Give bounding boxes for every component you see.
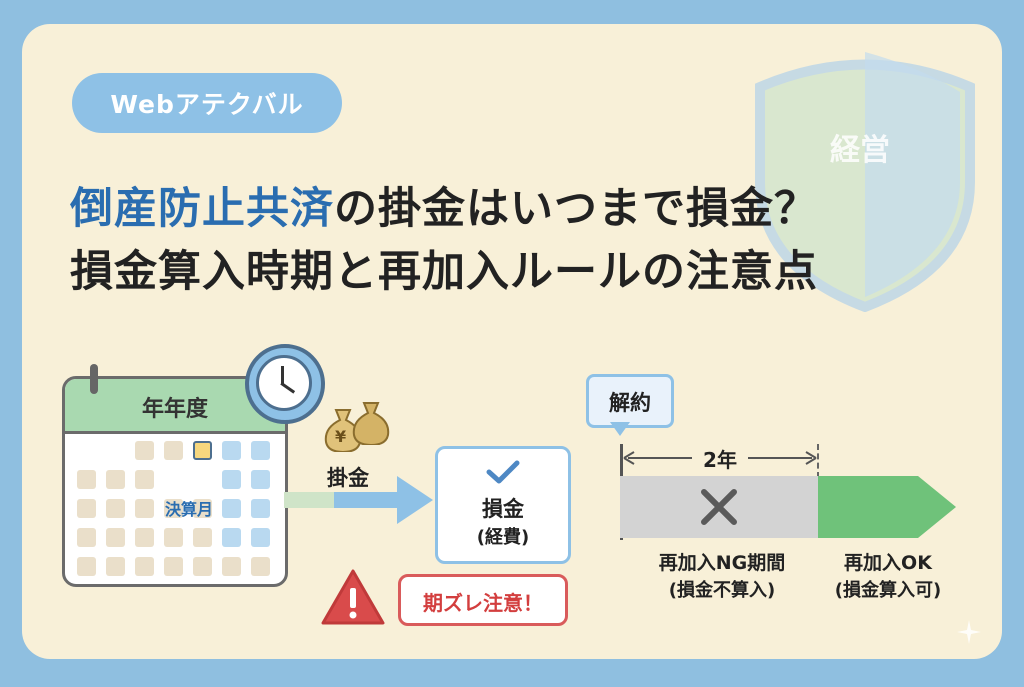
warning-badge: 期ズレ注意！ — [398, 574, 568, 626]
calendar-cell — [222, 470, 241, 489]
tag-badge: Webアテクバル — [72, 73, 342, 133]
calendar-cell — [77, 528, 96, 547]
calendar-cell — [77, 470, 96, 489]
calendar-cell — [135, 557, 154, 576]
closing-month-label: 決算月 — [165, 500, 214, 519]
warning-text: 期ズレ注意！ — [423, 591, 543, 615]
cancel-bubble-tail — [610, 422, 630, 436]
calendar-cell — [222, 499, 241, 518]
ok-period-bar — [818, 476, 918, 538]
calendar-cell — [193, 528, 212, 547]
ok-period-sublabel: (損金算入可) — [834, 580, 942, 601]
calendar-cell — [251, 441, 270, 460]
clock-icon — [245, 344, 325, 424]
ok-period-arrow — [918, 476, 956, 538]
moneybag-icon — [352, 402, 390, 445]
span-arrow — [623, 451, 817, 465]
calendar-cell — [164, 557, 183, 576]
calendar-cell — [251, 557, 270, 576]
calendar-cell — [135, 470, 154, 489]
shield-icon: 経営 — [755, 52, 975, 312]
check-icon — [486, 460, 520, 484]
calendar-cell — [77, 499, 96, 518]
cross-icon — [701, 489, 737, 525]
calendar-cell — [106, 499, 125, 518]
title-rest: の掛金はいつまで損金？ — [334, 184, 818, 234]
calendar-cell — [251, 499, 270, 518]
span-label: 2年 — [703, 448, 737, 472]
warning-icon — [321, 569, 385, 625]
calendar-cell — [106, 557, 125, 576]
calendar-cell — [222, 528, 241, 547]
calendar-cell — [106, 470, 125, 489]
sparkle-icon — [957, 620, 981, 644]
page-title-line1: 倒産防止共済の掛金はいつまで損金？ — [70, 174, 970, 236]
infographic-card: 経営 Webアテクバル 倒産防止共済の掛金はいつまで損金？ 損金算入時期と再加入… — [22, 24, 1002, 659]
calendar-cell — [222, 441, 241, 460]
expense-box: 損金 (経費) — [435, 446, 571, 564]
calendar-cell — [251, 470, 270, 489]
calendar-cell — [193, 557, 212, 576]
calendar-cell — [135, 441, 154, 460]
timeline-divider — [817, 444, 819, 478]
ng-period-bar — [620, 476, 818, 538]
shield-text: 経営 — [830, 133, 890, 168]
calendar-ring — [90, 364, 98, 394]
calendar-cell — [106, 528, 125, 547]
payment-label: 掛金 — [327, 466, 369, 490]
cancel-bubble: 解約 — [586, 374, 674, 428]
calendar-cell — [77, 557, 96, 576]
page-title-line2: 損金算入時期と再加入ルールの注意点 — [70, 247, 818, 297]
calendar-cell — [164, 499, 183, 518]
calendar-cell — [251, 528, 270, 547]
calendar-cell — [193, 499, 212, 518]
arrow-icon — [397, 476, 433, 524]
calendar-cell — [193, 470, 212, 489]
calendar-cell — [193, 441, 212, 460]
calendar-cell — [135, 528, 154, 547]
expense-sublabel: (経費) — [476, 527, 530, 548]
svg-text:¥: ¥ — [335, 427, 346, 446]
calendar-cell — [222, 557, 241, 576]
calendar-cell — [164, 441, 183, 460]
cancel-label: 解約 — [609, 391, 651, 415]
ok-period-label: 再加入OK — [844, 552, 932, 574]
title-accent: 倒産防止共済 — [70, 184, 334, 234]
calendar-title: 年年度 — [141, 397, 208, 422]
calendar-cell — [164, 470, 183, 489]
ng-period-label: 再加入NG期間 — [658, 552, 786, 574]
expense-label: 損金 — [482, 497, 524, 521]
calendar-cell — [135, 499, 154, 518]
calendar-cell — [164, 528, 183, 547]
ng-period-sublabel: (損金不算入) — [668, 580, 776, 601]
